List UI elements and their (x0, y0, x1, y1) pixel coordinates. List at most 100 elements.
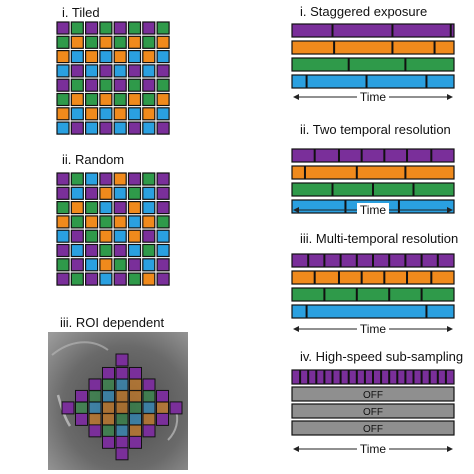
roi-grid-cell (115, 447, 129, 461)
grid-cell-purple (113, 272, 127, 286)
roi-grid-cell (102, 401, 115, 415)
grid-cell-orange (84, 49, 99, 64)
grid-cell-orange (113, 49, 127, 64)
roi-grid-cell (75, 389, 88, 403)
grid-cell-green (99, 78, 113, 92)
roi-grid-cell (88, 389, 102, 403)
grid-cell-orange (142, 49, 156, 64)
timing-label-high-speed: iv. High-speed sub-sampling (300, 349, 463, 364)
roi-grid-cell (115, 401, 129, 415)
grid-cell-green (156, 21, 170, 35)
roi-grid-cell (115, 378, 129, 392)
panel-label-tiled: i. Tiled (62, 5, 100, 20)
time-label-bg (357, 442, 389, 455)
grid-cell-purple (142, 229, 156, 243)
roi-panel (48, 332, 188, 470)
grid-cell-orange (127, 92, 142, 107)
roi-grid-cell (129, 378, 142, 392)
grid-cell-orange (84, 215, 99, 229)
roi-grid-cell (115, 389, 129, 403)
timing-bar-orange (291, 165, 455, 180)
grid-cell-purple (84, 243, 99, 258)
grid-cell-green (127, 272, 142, 286)
roi-grid-cell (129, 424, 142, 438)
grid-cell-orange (113, 215, 127, 229)
grid-cell-green (113, 92, 127, 107)
grid-cell-purple (127, 121, 142, 135)
grid-cell-green (84, 201, 99, 215)
grid-cell-green (84, 92, 99, 107)
grid-cell-orange (70, 201, 84, 215)
grid-cell-purple (56, 243, 70, 258)
timing-bar-orange (291, 40, 455, 55)
grid-cell-blue (84, 64, 99, 78)
grid-cell-orange (56, 107, 70, 121)
grid-cell-blue (113, 121, 127, 135)
timing-panel-high-speed: iv. High-speed sub-sampling OFFOFFOFFTim… (291, 349, 463, 456)
time-label-bg (357, 322, 389, 335)
roi-grid-cell (102, 424, 115, 438)
grid-cell-green (84, 35, 99, 49)
grid-cell-orange (127, 229, 142, 243)
timing-label-staggered: i. Staggered exposure (300, 4, 427, 19)
timing-bar-orange (291, 270, 455, 285)
grid-cell-orange (99, 92, 113, 107)
time-label: Time (360, 90, 387, 104)
grid-cell-green (99, 21, 113, 35)
grid-cell-purple (142, 21, 156, 35)
grid-cell-green (127, 78, 142, 92)
grid-cell-green (56, 258, 70, 272)
grid-cell-purple (156, 272, 170, 286)
grid-cell-purple (127, 172, 142, 186)
roi-grid-cell (102, 378, 115, 392)
grid-cell-purple (70, 121, 84, 135)
grid-cell-orange (142, 107, 156, 121)
grid-cell-blue (56, 64, 70, 78)
grid-cell-orange (99, 35, 113, 49)
grid-cell-purple (84, 78, 99, 92)
grid-cell-blue (84, 121, 99, 135)
off-label: OFF (363, 424, 383, 435)
grid-cell-purple (156, 258, 170, 272)
grid-cell-green (127, 186, 142, 200)
roi-grid-cell (102, 366, 115, 380)
grid-cell-green (142, 172, 156, 186)
grid-cell-purple (56, 78, 70, 92)
grid-cell-blue (127, 215, 142, 229)
grid-cell-green (56, 92, 70, 107)
grid-cell-purple (156, 172, 170, 186)
grid-cell-blue (127, 49, 142, 64)
roi-grid-cell (102, 389, 115, 403)
timing-panel-two-temporal: ii. Two temporal resolution Time (291, 122, 455, 217)
grid-cell-orange (99, 229, 113, 243)
grid-cell-orange (70, 35, 84, 49)
grid-cell-orange (99, 258, 113, 272)
timing-panel-multi-temporal: iii. Multi-temporal resolution Time (291, 231, 458, 336)
grid-cell-blue (156, 107, 170, 121)
grid-cell-purple (156, 121, 170, 135)
grid-cell-purple (156, 201, 170, 215)
roi-grid-cell (129, 435, 142, 449)
timing-bar-gray (291, 386, 455, 402)
grid-cell-purple (142, 78, 156, 92)
grid-cell-blue (142, 121, 156, 135)
roi-grid-cell (142, 378, 156, 392)
grid-cell-blue (70, 243, 84, 258)
grid-cell-blue (70, 186, 84, 200)
grid-cell-green (70, 78, 84, 92)
grid-cell-green (70, 215, 84, 229)
roi-grid-cell (129, 412, 142, 426)
grid-cell-orange (70, 92, 84, 107)
grid-cell-green (142, 243, 156, 258)
tiled-grid (56, 21, 170, 135)
grid-cell-purple (56, 172, 70, 186)
timing-bar-green (291, 57, 455, 72)
grid-cell-green (113, 35, 127, 49)
grid-cell-blue (56, 121, 70, 135)
grid-cell-purple (56, 272, 70, 286)
off-label: OFF (363, 390, 383, 401)
grid-cell-green (99, 215, 113, 229)
timing-bar-green (291, 287, 455, 302)
grid-cell-blue (99, 107, 113, 121)
